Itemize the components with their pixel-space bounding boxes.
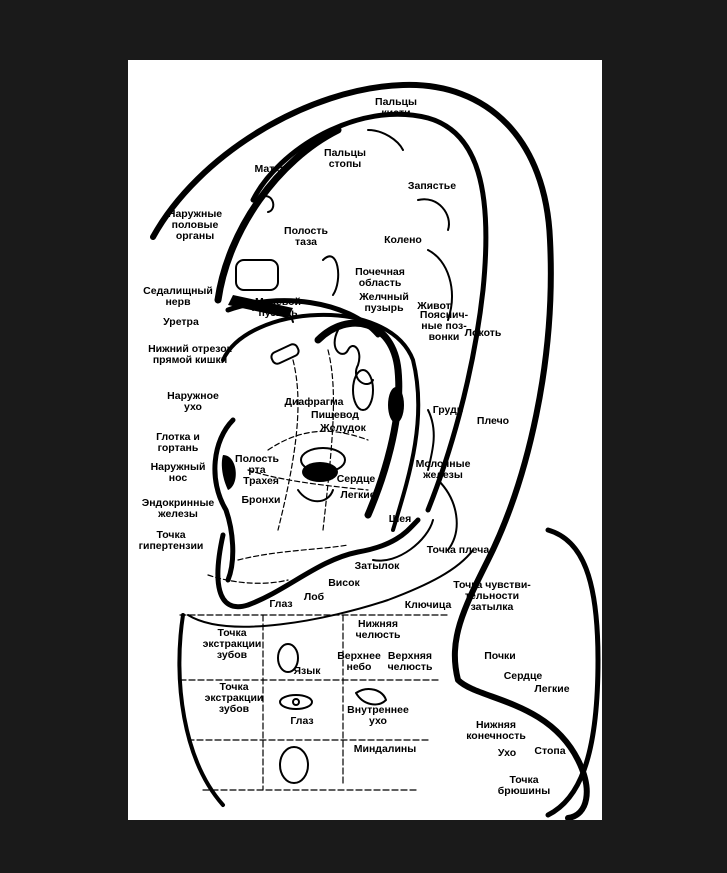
- label-knee: Колено: [384, 234, 422, 246]
- label-mammary: Молочные железы: [415, 458, 471, 481]
- label-oral-cavity: Полость рта: [235, 453, 279, 476]
- label-hypertension: Точка гипертензии: [138, 529, 204, 552]
- label-temple: Висок: [328, 577, 360, 589]
- label-lower-jaw: Нижняя челюсть: [355, 618, 401, 641]
- label-lower-rectum: Нижний отрезок прямой кишки: [148, 343, 232, 366]
- label-urethra: Уретра: [163, 316, 199, 328]
- label-upper-jaw: Верхняя челюсть: [387, 650, 433, 673]
- label-lower-limb: Нижняя конечность: [466, 719, 526, 742]
- label-belly: Живот: [417, 300, 451, 312]
- label-kidney-area: Почечная область: [355, 266, 405, 289]
- label-heart-lower: Сердце: [503, 670, 543, 682]
- label-diaphragm: Диафрагма: [284, 396, 344, 408]
- label-tooth-extraction-2: Точка экстракции зубов: [204, 681, 264, 715]
- label-heart-upper: Сердце: [336, 473, 376, 485]
- label-gallbladder: Желчный пузырь: [359, 291, 409, 314]
- label-finger-tips: Пальцы кисти: [375, 96, 417, 119]
- label-palate: Верхнее небо: [337, 650, 381, 673]
- label-esophagus: Пищевод: [311, 409, 359, 421]
- lobe-outline: [177, 613, 225, 807]
- label-occiput-sensitivity: Точка чувстви- тельности затылка: [453, 579, 531, 613]
- organ-sketches: [235, 129, 458, 784]
- label-sciatic-nerve: Седалищный нерв: [143, 285, 213, 308]
- label-uterus: Матка: [254, 163, 286, 175]
- tragus: [212, 417, 236, 583]
- label-lungs-upper: Легкие: [340, 489, 376, 501]
- label-toes: Пальцы стопы: [324, 147, 366, 170]
- label-throat-larynx: Глотка и гортань: [156, 431, 200, 454]
- label-forehead: Лоб: [303, 591, 325, 603]
- label-elbow: Локоть: [464, 327, 502, 339]
- label-external-nose: Наружный нос: [150, 461, 206, 484]
- label-stomach: Желудок: [320, 422, 366, 434]
- label-abdominal-point: Точка брюшины: [497, 774, 551, 797]
- label-eye-upper: Глаз: [269, 598, 293, 610]
- label-inner-ear: Внутреннее ухо: [347, 704, 409, 727]
- label-trachea: Трахея: [243, 475, 279, 487]
- label-lumbar-spine: Пояснич- ные поз- вонки: [419, 309, 469, 343]
- concha-inner: [314, 319, 403, 519]
- label-shoulder: Плечо: [476, 415, 510, 427]
- label-bladder: Мочевой пузырь: [254, 296, 302, 319]
- concha-arc: [221, 312, 421, 532]
- label-neck: Шея: [388, 513, 412, 525]
- label-ear: Ухо: [497, 747, 517, 759]
- label-bronchi: Бронхи: [241, 494, 281, 506]
- label-tooth-extraction-1: Точка экстракции зубов: [202, 627, 262, 661]
- lobe-right: [545, 527, 601, 818]
- label-kidneys: Почки: [484, 650, 516, 662]
- antitragus: [372, 519, 434, 562]
- helix-outline: [150, 81, 590, 820]
- lobe-grid: [179, 614, 449, 791]
- label-chest: Грудь: [432, 404, 464, 416]
- label-external-genitals: Наружные половые органы: [167, 208, 223, 242]
- label-tongue: Язык: [293, 665, 321, 677]
- antihelix: [250, 111, 489, 513]
- label-foot: Стопа: [534, 745, 566, 757]
- intertragic: [215, 517, 421, 610]
- dark-organ-fills: [221, 295, 404, 490]
- label-occiput: Затылок: [354, 560, 400, 572]
- lobe-boundary: [187, 549, 474, 628]
- label-eye-lower: Глаз: [290, 715, 314, 727]
- ear-diagram: [150, 81, 601, 820]
- label-external-ear: Наружное ухо: [167, 390, 219, 413]
- label-clavicle: Ключица: [404, 599, 452, 611]
- label-lungs-lower: Легкие: [534, 683, 570, 695]
- label-shoulder-point: Точка плеча: [426, 544, 490, 556]
- label-wrist: Запястье: [407, 180, 457, 192]
- label-endocrine: Эндокринные железы: [141, 497, 215, 520]
- label-tonsils: Миндалины: [353, 743, 417, 755]
- inner-fold: [214, 126, 342, 304]
- label-pelvic-cavity: Полость таза: [284, 225, 328, 248]
- diagram-sheet: Пальцы кисти Пальцы стопы Матка Запястье…: [128, 60, 602, 820]
